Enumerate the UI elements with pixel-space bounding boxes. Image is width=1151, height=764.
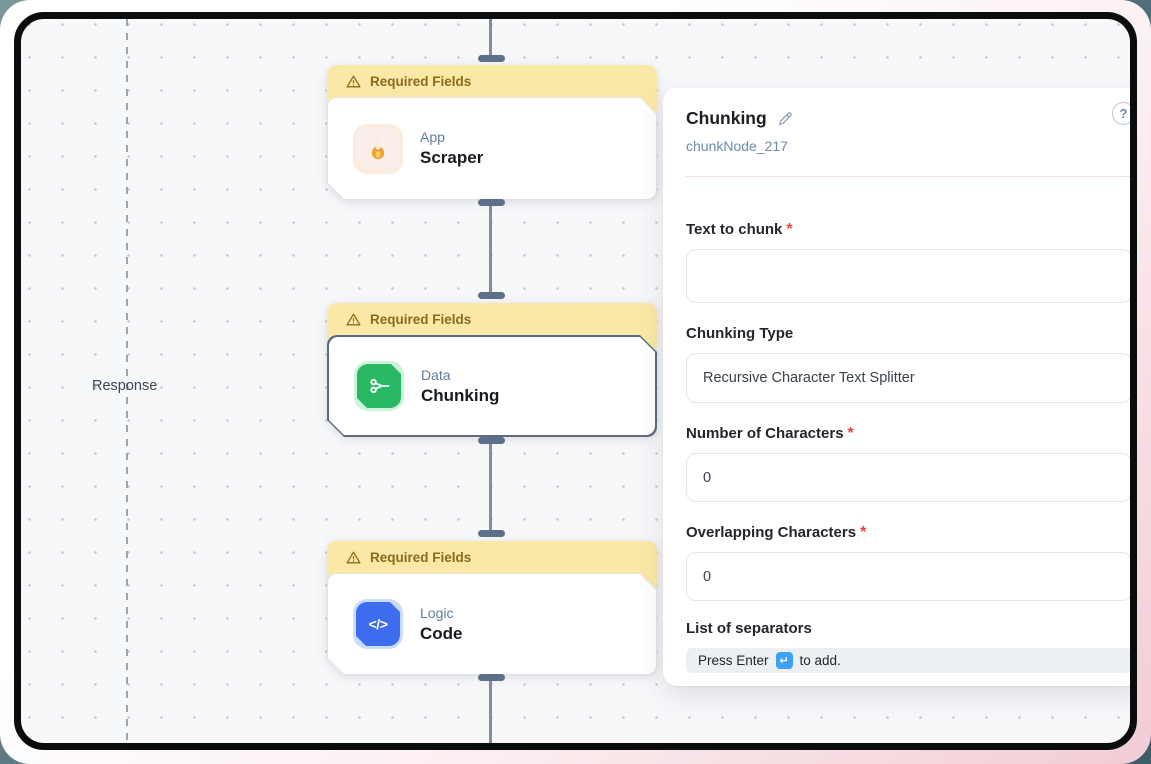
port-chunking-out[interactable] <box>478 437 505 444</box>
edge-top <box>489 19 492 59</box>
warning-icon <box>346 313 361 326</box>
port-code-out[interactable] <box>478 674 505 681</box>
field-label: Text to chunk <box>686 221 783 238</box>
code-icon: </> <box>356 602 400 646</box>
node-title: Chunking <box>421 385 500 405</box>
edge-bottom <box>489 674 492 750</box>
divider <box>686 176 1132 177</box>
field-overlapping-characters: Overlapping Characters* <box>686 524 1132 601</box>
node-card-code[interactable]: </> Logic Code <box>327 573 657 675</box>
required-asterisk: * <box>860 524 867 541</box>
node-chunking[interactable]: Required Fields <box>327 303 657 437</box>
required-asterisk: * <box>847 425 854 442</box>
field-number-of-characters: Number of Characters* <box>686 425 1132 502</box>
field-chunking-type: Chunking Type Recursive Character Text S… <box>686 325 1132 403</box>
workflow-canvas[interactable]: Response Required Fields <box>14 12 1137 750</box>
warning-icon <box>346 551 361 564</box>
required-fields-text: Required Fields <box>370 550 472 565</box>
node-category: Logic <box>420 604 454 621</box>
response-boundary-line <box>126 19 128 750</box>
edge-chunking-code <box>489 436 492 536</box>
field-label: Chunking Type <box>686 325 794 342</box>
field-text-to-chunk: Text to chunk* <box>686 221 1132 303</box>
panel-title: Chunking <box>686 108 767 128</box>
number-of-characters-input[interactable] <box>686 453 1132 502</box>
overlapping-characters-input[interactable] <box>686 552 1132 601</box>
hint-suffix: to add. <box>799 653 841 668</box>
node-category: Data <box>421 366 451 383</box>
hint-prefix: Press Enter <box>698 653 769 668</box>
node-scraper[interactable]: Required Fields <box>327 65 657 200</box>
response-label: Response <box>92 378 158 394</box>
required-fields-text: Required Fields <box>370 74 472 89</box>
scissors-icon <box>357 364 401 408</box>
edit-pencil-icon[interactable] <box>776 110 794 128</box>
port-scraper-in[interactable] <box>478 55 505 62</box>
field-list-of-separators: List of separators Press Enter ↵ to add. <box>686 620 1132 673</box>
node-id: chunkNode_217 <box>686 138 788 154</box>
port-scraper-out[interactable] <box>478 199 505 206</box>
field-label: List of separators <box>686 620 812 637</box>
separators-tag-input[interactable]: Press Enter ↵ to add. <box>686 648 1132 673</box>
field-label: Number of Characters <box>686 425 844 442</box>
node-category: App <box>420 129 445 145</box>
port-chunking-in[interactable] <box>478 292 505 299</box>
node-card-scraper[interactable]: App Scraper <box>327 97 657 200</box>
chunking-type-select[interactable]: Recursive Character Text Splitter <box>686 353 1132 403</box>
node-title: Scraper <box>420 148 484 167</box>
text-to-chunk-input[interactable] <box>686 249 1132 303</box>
warning-icon <box>346 75 361 88</box>
field-label: Overlapping Characters <box>686 524 857 541</box>
node-title: Code <box>420 623 463 643</box>
required-asterisk: * <box>786 221 793 238</box>
node-code[interactable]: Required Fields </> Logic Code <box>327 541 657 675</box>
required-fields-text: Required Fields <box>370 312 472 327</box>
app-window: Response Required Fields <box>14 12 1137 750</box>
port-code-in[interactable] <box>478 530 505 537</box>
flame-icon <box>356 127 400 171</box>
node-card-chunking[interactable]: Data Chunking <box>327 335 657 437</box>
enter-key-icon: ↵ <box>775 652 793 669</box>
node-config-panel: Chunking chunkNode_217 ? Text to chunk* … <box>663 88 1137 686</box>
edge-scraper-chunking <box>489 199 492 299</box>
help-icon[interactable]: ? <box>1112 102 1135 125</box>
